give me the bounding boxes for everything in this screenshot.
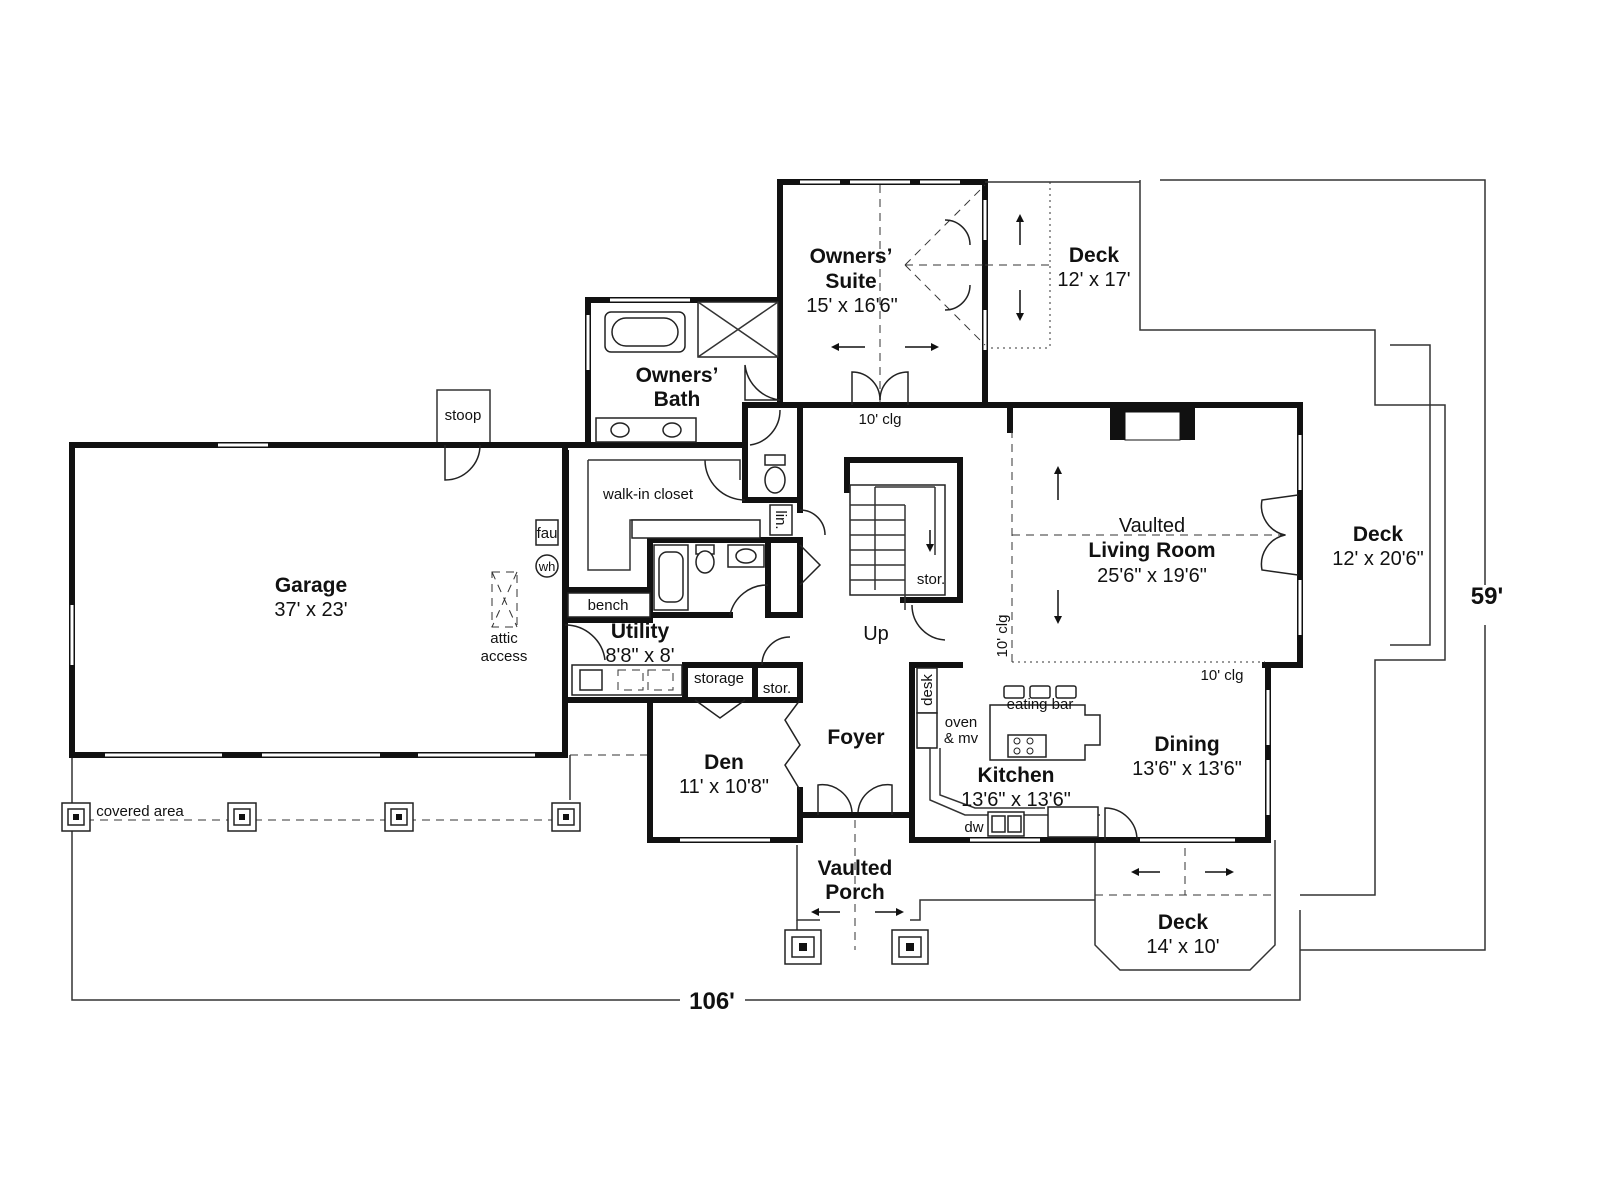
living-dims: 25'6" x 19'6" bbox=[1097, 565, 1207, 587]
deck-living-name: Deck bbox=[1353, 523, 1404, 546]
bench-label: bench bbox=[588, 597, 629, 614]
kitchen-name: Kitchen bbox=[977, 764, 1054, 787]
lin-label: lin. bbox=[772, 510, 789, 529]
garage-name: Garage bbox=[275, 574, 347, 597]
living-ceiling-label: 10' clg bbox=[994, 615, 1011, 658]
owners-bath-name-line1: Owners’ bbox=[636, 364, 719, 387]
deck-outlines bbox=[71, 180, 1446, 971]
small-labels: stoop fau wh attic access bench storage … bbox=[96, 407, 1243, 836]
covered-area-label: covered area bbox=[96, 803, 184, 820]
storage-label: storage bbox=[694, 670, 744, 687]
deck-front-dims: 14' x 10' bbox=[1146, 936, 1219, 958]
living-name-line1: Vaulted bbox=[1119, 515, 1185, 537]
owners-suite-name-line2: Suite bbox=[825, 270, 876, 293]
wh-label: wh bbox=[538, 559, 556, 574]
oven-label-line2: & mv bbox=[944, 730, 979, 747]
attic-label-line1: attic bbox=[490, 630, 518, 647]
owners-suite-name-line1: Owners’ bbox=[810, 245, 893, 268]
desk-label: desk bbox=[919, 674, 936, 706]
porch-name-line2: Porch bbox=[825, 881, 885, 904]
vault-arrows bbox=[811, 214, 1234, 916]
up-label: Up bbox=[863, 623, 889, 645]
eating-bar-label: eating bar bbox=[1007, 696, 1074, 713]
deck-suite-name: Deck bbox=[1069, 244, 1120, 267]
dimension-lines bbox=[71, 179, 1486, 1001]
overall-dimensions: 106' 59' bbox=[680, 583, 1510, 1015]
fixtures bbox=[491, 301, 1101, 838]
dining-ceiling-label: 10' clg bbox=[1201, 667, 1244, 684]
utility-name: Utility bbox=[611, 620, 670, 643]
fau-label: fau bbox=[537, 525, 558, 542]
stair-stor-label: stor. bbox=[917, 571, 945, 588]
owners-suite-dims: 15' x 16'6" bbox=[806, 295, 897, 317]
garage-dims: 37' x 23' bbox=[274, 599, 347, 621]
deck-suite-dims: 12' x 17' bbox=[1057, 269, 1130, 291]
doors bbox=[444, 219, 1299, 841]
owners-bath-name-line2: Bath bbox=[654, 388, 701, 411]
suite-ceiling-label: 10' clg bbox=[859, 411, 902, 428]
windows bbox=[70, 180, 1302, 842]
porch-name-line1: Vaulted bbox=[818, 857, 893, 880]
attic-label-line2: access bbox=[481, 648, 528, 665]
walkin-closet-label: walk-in closet bbox=[602, 486, 694, 503]
dw-label: dw bbox=[964, 819, 983, 836]
stor-label: stor. bbox=[763, 680, 791, 697]
deck-living-dims: 12' x 20'6" bbox=[1332, 548, 1423, 570]
posts bbox=[61, 802, 929, 965]
utility-dims: 8'8" x 8' bbox=[605, 645, 674, 667]
den-dims: 11' x 10'8" bbox=[679, 776, 769, 798]
fireplace bbox=[1110, 405, 1195, 441]
deck-front-name: Deck bbox=[1158, 911, 1209, 934]
kitchen-dims: 13'6" x 13'6" bbox=[961, 789, 1071, 811]
foyer-name: Foyer bbox=[827, 726, 884, 749]
oven-label-line1: oven bbox=[945, 714, 978, 731]
ceiling-lines bbox=[879, 184, 1290, 663]
dining-name: Dining bbox=[1154, 733, 1219, 756]
overall-width: 106' bbox=[689, 988, 735, 1015]
dining-dims: 13'6" x 13'6" bbox=[1132, 758, 1242, 780]
stoop-label: stoop bbox=[445, 407, 482, 424]
stairs bbox=[849, 484, 946, 610]
room-labels: Owners’ Suite 15' x 16'6" Deck 12' x 17'… bbox=[274, 244, 1423, 958]
living-name-line2: Living Room bbox=[1088, 539, 1215, 562]
den-name: Den bbox=[704, 751, 744, 774]
overall-depth: 59' bbox=[1471, 583, 1503, 610]
